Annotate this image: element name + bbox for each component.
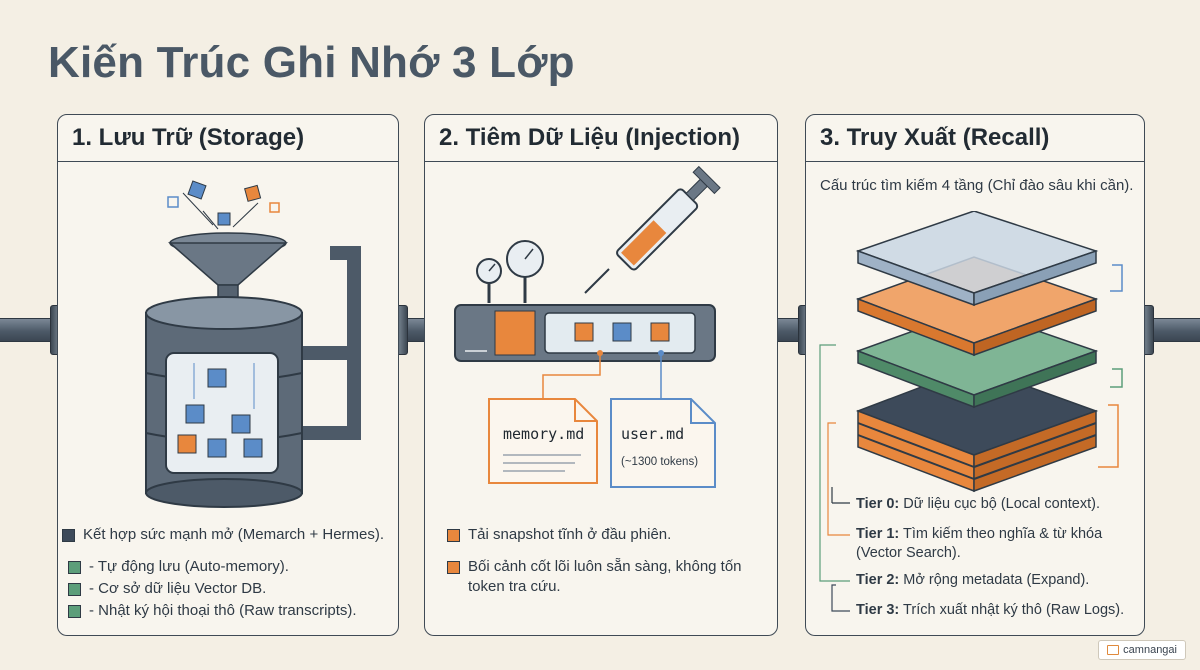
storage-illustration [58, 163, 398, 513]
storage-bullet: - Tự động lưu (Auto-memory). [62, 557, 398, 577]
tier-2-label: Tier 2: Mở rộng metadata (Expand). [856, 571, 1141, 590]
syringe-icon [585, 167, 720, 293]
database-icon [146, 297, 302, 507]
page-title: Kiến Trúc Ghi Nhớ 3 Lớp [48, 38, 575, 88]
storage-bullet: - Nhật ký hội thoại thô (Raw transcripts… [62, 601, 398, 621]
tier-1-label: Tier 1: Tìm kiếm theo nghĩa & từ khóa (V… [856, 525, 1141, 563]
injection-panel: 2. Tiêm Dữ Liệu (Injection) [424, 114, 778, 636]
injection-heading: 2. Tiêm Dữ Liệu (Injection) [425, 115, 777, 162]
bullet-square-icon [447, 529, 460, 542]
bullet-square-icon [447, 561, 460, 574]
bullet-square-icon [68, 561, 81, 574]
bullet-square-icon [62, 529, 75, 542]
watermark: camnangai [1098, 640, 1186, 660]
user-md-label: user.md [621, 425, 684, 443]
recall-panel: 3. Truy Xuất (Recall) Cấu trúc tìm kiếm … [805, 114, 1145, 636]
injection-illustration: memory.md user.md (~1300 tokens) [425, 163, 777, 503]
gauge-icon [477, 241, 543, 303]
tier-0-label: Tier 0: Dữ liệu cục bộ (Local context). [856, 495, 1141, 514]
logo-icon [1107, 645, 1119, 655]
injection-bullet: Tải snapshot tĩnh ở đầu phiên. [447, 525, 767, 545]
user-md-document-icon: user.md (~1300 tokens) [611, 399, 715, 487]
injection-tube [455, 305, 715, 361]
injection-bullet: Bối cảnh cốt lõi luôn sẵn sàng, không tố… [447, 557, 767, 597]
memory-md-document-icon: memory.md [489, 399, 597, 483]
data-cube-icon [168, 181, 279, 229]
storage-bullet: Kết hợp sức mạnh mở (Memarch + Hermes). [62, 525, 392, 545]
memory-md-label: memory.md [503, 425, 584, 443]
funnel-icon [170, 233, 286, 303]
storage-bullet: - Cơ sở dữ liệu Vector DB. [62, 579, 398, 599]
storage-heading: 1. Lưu Trữ (Storage) [58, 115, 398, 162]
bullet-square-icon [68, 605, 81, 618]
tier-3-label: Tier 3: Trích xuất nhật ký thô (Raw Logs… [856, 601, 1141, 620]
user-md-tokens: (~1300 tokens) [621, 456, 698, 468]
side-pipe [298, 253, 354, 353]
bullet-square-icon [68, 583, 81, 596]
storage-panel: 1. Lưu Trữ (Storage) [57, 114, 399, 636]
